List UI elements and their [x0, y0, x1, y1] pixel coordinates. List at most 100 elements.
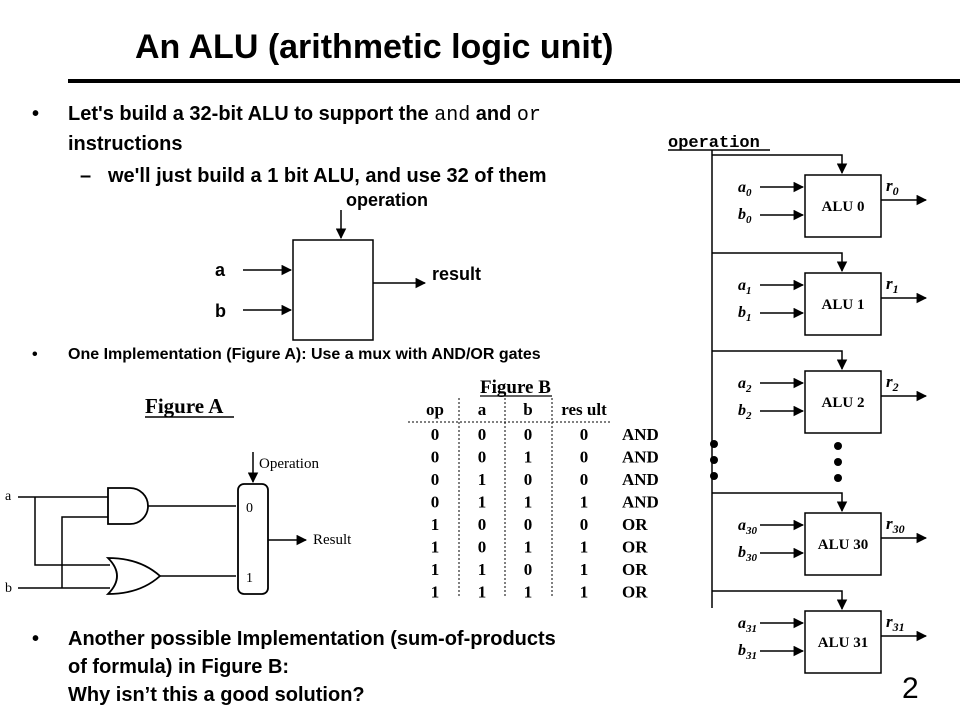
alu-unit-output: r1: [886, 274, 899, 296]
sub-bullet-text: we'll just build a 1 bit ALU, and use 32…: [108, 165, 547, 187]
figure-a-result-label: Result: [313, 532, 352, 548]
alu-operation-label: operation: [346, 190, 428, 210]
ellipsis-dot: [834, 474, 842, 482]
header-result: res ult: [561, 400, 607, 419]
table-cell: 1: [580, 583, 589, 602]
wire-a-to-or: [34, 497, 110, 566]
input-b-subscript: 1: [746, 312, 752, 324]
ellipsis-dot: [710, 456, 718, 464]
figure-a: Figure A Operation 0 1 Result a b: [5, 394, 352, 596]
alu-unit-input-a: a31: [738, 615, 757, 635]
table-cell: 1: [580, 493, 589, 512]
or-gate: [105, 557, 162, 595]
page-number: 2: [902, 672, 919, 705]
input-a-subscript: 2: [745, 383, 752, 395]
output-subscript: 31: [892, 620, 905, 634]
ellipsis-dot: [834, 442, 842, 450]
input-a-subscript: 0: [746, 187, 752, 199]
input-a-subscript: 30: [745, 525, 758, 537]
bullet-figure-a: • One Implementation (Figure A): Use a m…: [32, 343, 568, 366]
bullet-text-pre: Let's build a 32-bit ALU to support the: [68, 103, 435, 125]
table-cell: 1: [431, 583, 440, 602]
code-or: or: [516, 104, 541, 127]
title-underline: [68, 79, 960, 83]
output-subscript: 0: [893, 184, 899, 198]
table-cell: 0: [431, 425, 440, 444]
alu-unit-box: [804, 512, 882, 576]
bullet-marker: •: [32, 346, 38, 363]
bullet-marker: •: [32, 628, 40, 650]
figure-a-operation-label: Operation: [259, 456, 319, 472]
table-cell: 0: [478, 515, 487, 534]
table-cell-op-name: AND: [622, 493, 659, 512]
table-cell-op-name: AND: [622, 448, 659, 467]
header-b: b: [523, 400, 532, 419]
table-cell: 1: [431, 538, 440, 557]
table-cell: 0: [431, 493, 440, 512]
bullet-text-mid: and: [470, 103, 517, 125]
table-cell: 0: [478, 425, 487, 444]
table-cell: 1: [524, 583, 533, 602]
input-a-subscript: 31: [745, 623, 757, 635]
operation-branch: [712, 492, 848, 513]
table-cell-op-name: OR: [622, 515, 648, 534]
alu-unit-name: ALU 30: [818, 537, 868, 553]
slide-title: An ALU (arithmetic logic unit): [135, 28, 614, 66]
alu-unit-input-a: a30: [738, 517, 758, 537]
alu-unit-input-a: a2: [738, 375, 752, 395]
figure-a-input-a: a: [5, 489, 12, 504]
ellipsis-dot: [710, 472, 718, 480]
table-cell: 0: [580, 470, 589, 489]
input-b-subscript: 0: [746, 214, 752, 226]
table-cell: 1: [478, 470, 487, 489]
bullet-figure-b: • Another possible Implementation (sum-o…: [32, 625, 568, 709]
table-cell-op-name: AND: [622, 470, 659, 489]
alu-unit-output: r30: [886, 514, 905, 536]
alu-box: [292, 239, 374, 341]
code-and: and: [434, 104, 471, 127]
wire-b-to-and: [61, 516, 108, 588]
table-cell: 0: [524, 470, 533, 489]
alu-unit: ALU 30 a30 b30 r30: [712, 492, 928, 576]
alu-input-b-label: b: [215, 301, 226, 321]
alu-unit-output: r31: [886, 612, 905, 634]
table-cell: 0: [580, 515, 589, 534]
table-cell-op-name: OR: [622, 538, 648, 557]
ellipsis-right: [834, 442, 842, 482]
operation-branch: [712, 154, 848, 175]
alu-unit-box: [804, 272, 882, 336]
ellipsis-left: [710, 440, 718, 480]
table-cell: 0: [431, 448, 440, 467]
alu-unit-input-b: b1: [738, 304, 752, 324]
table-cell: 0: [524, 560, 533, 579]
table-grid: [408, 398, 612, 598]
alu-unit-name: ALU 2: [822, 395, 865, 411]
and-gate: [107, 487, 149, 525]
alu-unit-name: ALU 0: [822, 199, 865, 215]
figure-a-title: Figure A: [145, 394, 224, 418]
table-cell: 0: [580, 425, 589, 444]
header-a: a: [478, 400, 487, 419]
table-cell: 1: [431, 515, 440, 534]
bullet-build-alu: • Let's build a 32-bit ALU to support th…: [32, 100, 568, 158]
alu-unit-name: ALU 1: [822, 297, 865, 313]
alu-unit-output: r0: [886, 176, 899, 198]
table-cell: 1: [431, 560, 440, 579]
input-b-subscript: 31: [745, 650, 757, 662]
input-b-subscript: 2: [745, 410, 752, 422]
alu-input-a-label: a: [215, 260, 226, 280]
alu-unit-input-b: b30: [738, 544, 758, 564]
mux-input-1-label: 1: [246, 571, 253, 586]
figure-b-title: Figure B: [480, 377, 551, 398]
output-subscript: 1: [893, 282, 899, 296]
bullet-marker: •: [32, 103, 40, 125]
